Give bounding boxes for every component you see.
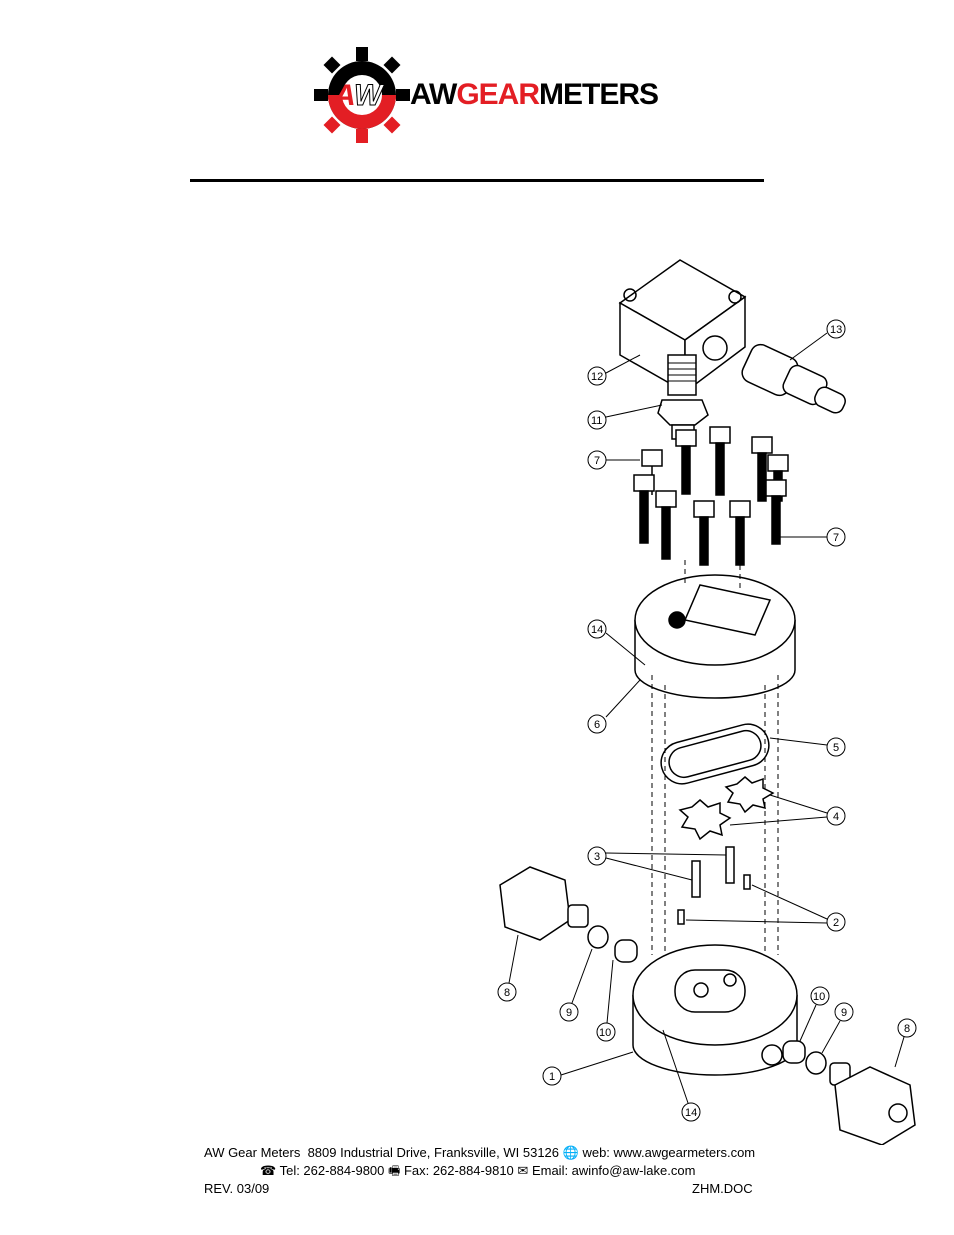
svg-text:3: 3 bbox=[594, 851, 600, 863]
callout-4: 4 bbox=[729, 794, 846, 826]
svg-text:13: 13 bbox=[830, 324, 842, 336]
callout-13: 13 bbox=[789, 319, 846, 361]
phone-icon: ☎ bbox=[260, 1163, 277, 1178]
callout-12: 12 bbox=[587, 354, 641, 386]
junction-box-part bbox=[618, 259, 747, 396]
callout-7-top: 7 bbox=[587, 450, 640, 470]
callout-10-left: 10 bbox=[596, 959, 616, 1042]
callout-14-top: 14 bbox=[587, 619, 646, 666]
cable-connector-part bbox=[741, 343, 846, 414]
footer-tel: Tel: 262-884-9800 bbox=[279, 1163, 385, 1178]
svg-text:6: 6 bbox=[594, 719, 600, 731]
svg-text:10: 10 bbox=[813, 991, 825, 1003]
brand-suffix: METERS bbox=[539, 78, 659, 111]
globe-icon: 🌐 bbox=[562, 1145, 579, 1160]
callout-1: 1 bbox=[542, 1051, 634, 1086]
svg-text:14: 14 bbox=[591, 624, 603, 636]
callout-10-right: 10 bbox=[799, 986, 830, 1042]
gear-logo-icon: A W bbox=[314, 47, 410, 143]
callout-6: 6 bbox=[587, 679, 641, 734]
svg-text:10: 10 bbox=[599, 1027, 611, 1039]
svg-text:A: A bbox=[333, 79, 356, 112]
footer-document-id: ZHM.DOC bbox=[692, 1181, 753, 1196]
footer-revision: REV. 03/09 bbox=[204, 1181, 270, 1196]
svg-text:1: 1 bbox=[549, 1071, 555, 1083]
footer-web[interactable]: web: www.awgearmeters.com bbox=[582, 1145, 756, 1160]
email-icon: ✉ bbox=[517, 1163, 529, 1178]
svg-text:12: 12 bbox=[591, 371, 603, 383]
meter-gears-part bbox=[678, 776, 775, 841]
svg-text:9: 9 bbox=[841, 1007, 847, 1019]
callout-8-left: 8 bbox=[497, 934, 519, 1002]
fax-icon: 🖷 bbox=[388, 1163, 401, 1178]
footer-address-line: AW Gear Meters 8809 Industrial Drive, Fr… bbox=[204, 1144, 755, 1162]
header-divider bbox=[190, 179, 764, 182]
brand-name: AWGEARMETERS bbox=[410, 78, 659, 112]
meter-body-part bbox=[632, 944, 798, 1076]
callout-7-right: 7 bbox=[780, 527, 846, 547]
callout-5: 5 bbox=[769, 737, 846, 757]
meter-cover-part bbox=[634, 574, 796, 699]
footer-fax: Fax: 262-884-9810 bbox=[403, 1163, 514, 1178]
callout-3: 3 bbox=[587, 846, 727, 881]
svg-text:5: 5 bbox=[833, 742, 839, 754]
svg-text:14: 14 bbox=[685, 1107, 697, 1119]
svg-text:7: 7 bbox=[594, 455, 600, 467]
cap-screws-part bbox=[633, 426, 789, 566]
svg-text:2: 2 bbox=[833, 917, 839, 929]
svg-text:7: 7 bbox=[833, 532, 839, 544]
footer-contact-line: ☎ Tel: 262-884-9800 🖷 Fax: 262-884-9810 … bbox=[260, 1162, 695, 1180]
part-callouts: 13 12 11 7 7 14 6 5 4 3 2 8 9 10 10 9 8 … bbox=[497, 319, 917, 1122]
callout-9-left: 9 bbox=[559, 948, 593, 1022]
brand-red-word: GEAR bbox=[456, 78, 540, 111]
svg-text:9: 9 bbox=[566, 1007, 572, 1019]
svg-text:8: 8 bbox=[904, 1023, 910, 1035]
svg-text:4: 4 bbox=[833, 811, 839, 823]
svg-text:8: 8 bbox=[504, 987, 510, 999]
callout-2: 2 bbox=[685, 884, 846, 932]
right-fitting-part bbox=[782, 1040, 916, 1145]
o-ring-gasket-part bbox=[660, 723, 770, 785]
svg-text:W: W bbox=[354, 79, 385, 112]
callout-8-right: 8 bbox=[894, 1018, 917, 1068]
svg-text:11: 11 bbox=[591, 415, 602, 427]
company-logo: A W bbox=[314, 47, 410, 143]
callout-9-right: 9 bbox=[821, 1002, 854, 1054]
callout-11: 11 bbox=[587, 404, 663, 430]
footer-company: AW Gear Meters bbox=[204, 1145, 301, 1160]
footer-address: 8809 Industrial Drive, Franksville, WI 5… bbox=[307, 1145, 560, 1160]
brand-prefix: AW bbox=[410, 78, 457, 111]
callout-14-bottom: 14 bbox=[662, 1029, 701, 1122]
left-fitting-part bbox=[499, 866, 638, 963]
shafts-and-pins-part bbox=[677, 846, 751, 925]
exploded-parts-diagram: 13 12 11 7 7 14 6 5 4 3 2 8 9 10 10 9 8 … bbox=[497, 259, 917, 1145]
footer-email[interactable]: Email: awinfo@aw-lake.com bbox=[531, 1163, 696, 1178]
